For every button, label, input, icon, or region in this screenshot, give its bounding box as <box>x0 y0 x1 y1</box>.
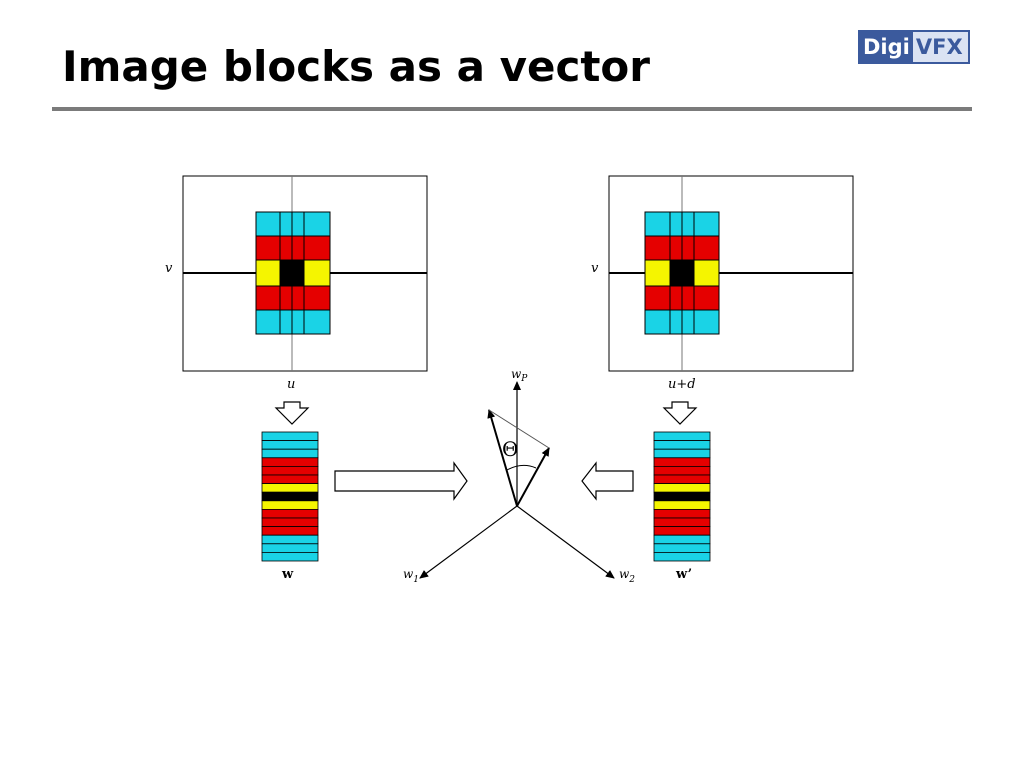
right-row-label: v <box>591 261 599 276</box>
vector-cell <box>653 508 711 519</box>
vector-cell <box>261 483 319 493</box>
vector-cell <box>653 500 711 510</box>
vector-cell <box>653 543 711 553</box>
left-pointing-arrow-icon <box>581 461 634 501</box>
vector-cell <box>261 517 319 528</box>
vector-cell <box>261 431 319 442</box>
title-divider <box>52 107 972 111</box>
vector-cell <box>653 448 711 459</box>
axis-wp-main: w <box>511 367 522 381</box>
slide-title: Image blocks as a vector <box>62 42 650 91</box>
vector-cell <box>261 500 319 510</box>
left-down-arrow-icon <box>274 401 310 425</box>
vector-cell <box>653 457 711 467</box>
right-image-frame: v u+d <box>591 175 854 392</box>
right-pointing-arrow-icon <box>334 461 468 501</box>
left-image-frame: v u <box>165 175 428 392</box>
axis-w2-main: w <box>619 567 630 581</box>
axis-wp-sub: P <box>520 374 528 384</box>
vector-cell <box>261 491 319 502</box>
vector-cell <box>653 474 711 485</box>
vector-cell <box>261 508 319 519</box>
right-col-label: u+d <box>668 377 696 392</box>
vector-cell <box>653 465 711 476</box>
axis-w1-main: w <box>403 567 414 581</box>
axis-w1-sub: 1 <box>413 575 419 585</box>
right-vector-label: w’ <box>675 567 692 582</box>
vector-cell <box>261 474 319 485</box>
vector-cell <box>261 440 319 450</box>
left-vector <box>261 431 319 562</box>
vector-space-axes <box>419 381 615 579</box>
left-col-label: u <box>287 377 295 392</box>
vector-cell <box>261 457 319 467</box>
axis-w2-sub: 2 <box>628 575 635 585</box>
vector-cell <box>653 483 711 493</box>
left-vector-label: w <box>281 567 294 582</box>
right-vector <box>653 431 711 562</box>
vector-cell <box>261 543 319 553</box>
vector-cell <box>653 526 711 536</box>
right-pixel-block <box>644 211 720 335</box>
left-row-label: v <box>165 261 173 276</box>
vector-cell <box>261 534 319 545</box>
axis-wp-label: wP <box>511 367 528 384</box>
vector-cell <box>261 448 319 459</box>
axis-w2-label: w2 <box>619 567 635 585</box>
vector-cell <box>653 517 711 528</box>
vector-cell <box>653 534 711 545</box>
logo-part-digi: Digi <box>860 32 913 62</box>
vector-cell <box>261 552 319 562</box>
vector-cell <box>653 552 711 562</box>
vector-cell <box>261 526 319 536</box>
vector-cell <box>261 465 319 476</box>
vector-cell <box>653 440 711 450</box>
vector-cell <box>653 431 711 442</box>
axis-w1-label: w1 <box>403 567 419 585</box>
right-down-arrow-icon <box>662 401 698 425</box>
angle-theta-label: Θ <box>502 437 518 461</box>
logo-part-vfx: VFX <box>912 32 968 62</box>
digivfx-logo: Digi VFX <box>858 30 970 64</box>
left-pixel-block <box>255 211 331 335</box>
vector-cell <box>653 491 711 502</box>
